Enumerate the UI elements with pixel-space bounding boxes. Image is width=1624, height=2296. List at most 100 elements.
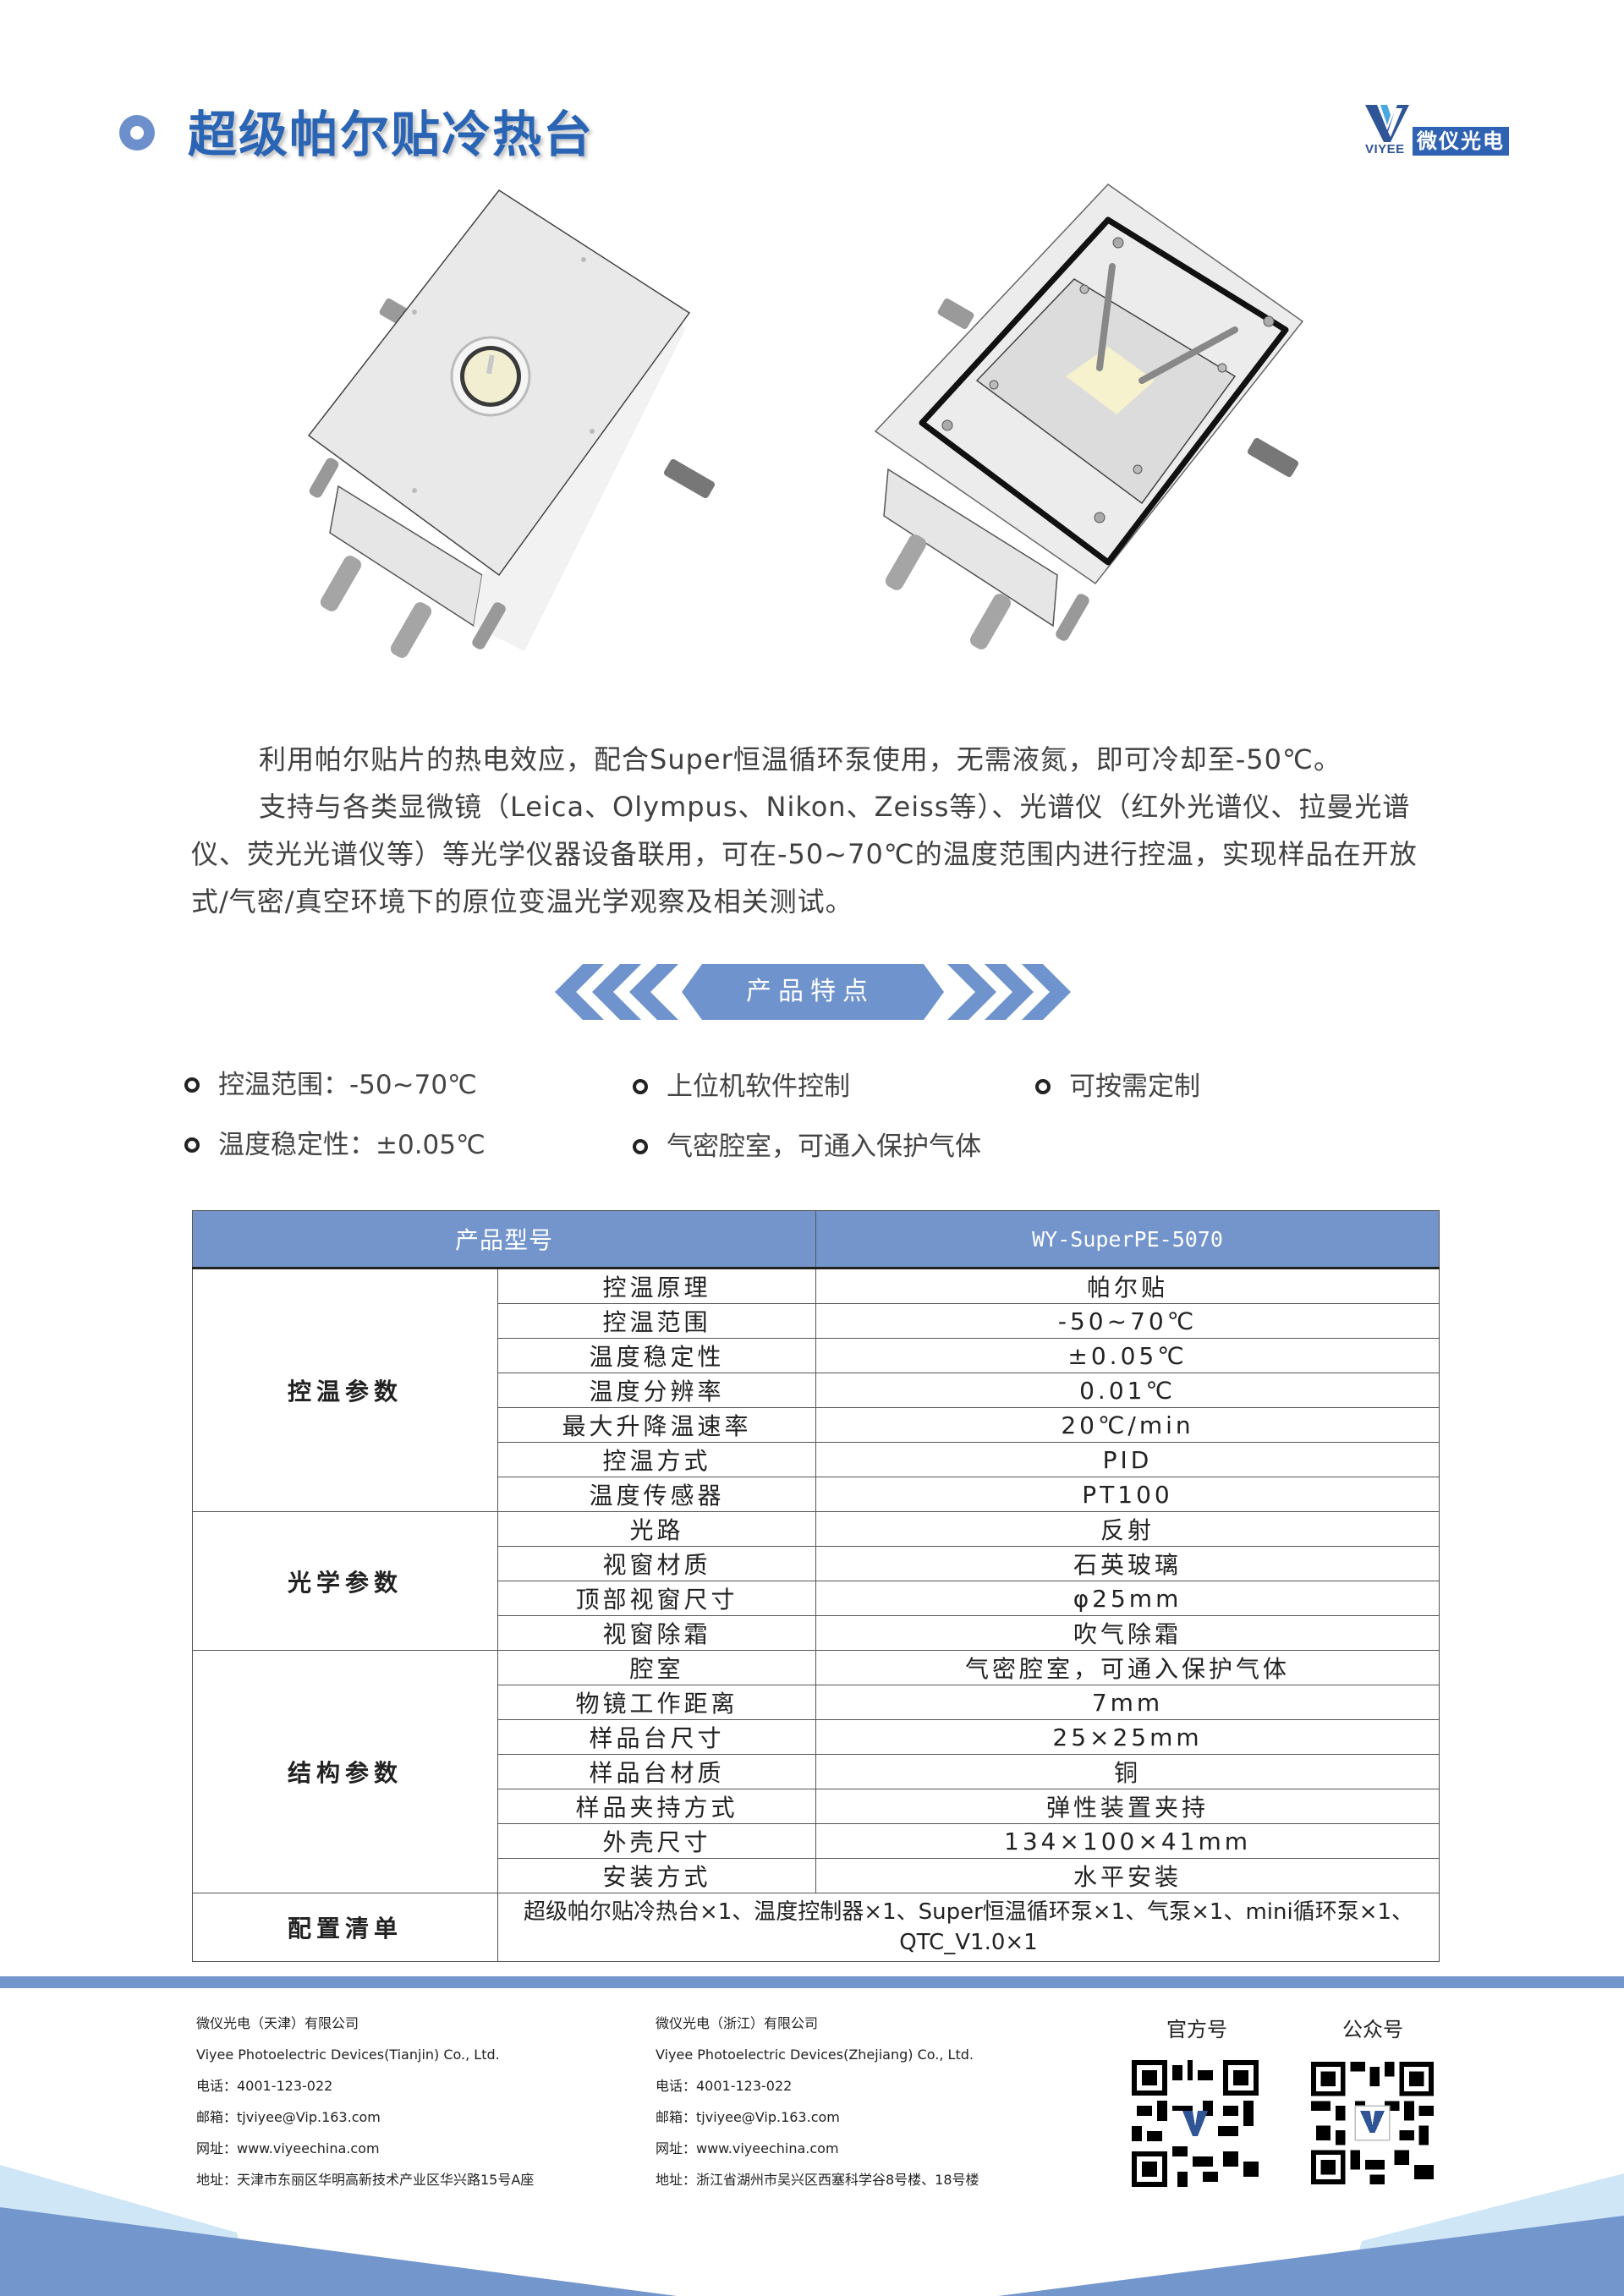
table-row: 安装方式水平安装 (193, 1858, 1440, 1893)
feature-item: 温度稳定性：±0.05℃ (184, 1123, 486, 1161)
value-cell: 水平安装 (815, 1858, 1440, 1893)
value-cell: 25×25mm (815, 1719, 1440, 1755)
param-cell: 控温范围 (497, 1303, 817, 1339)
param-cell: 样品台尺寸 (497, 1719, 817, 1755)
param-cell: 顶部视窗尺寸 (497, 1581, 817, 1616)
section-title: 产品特点 (746, 977, 875, 1006)
value-cell: 0.01℃ (815, 1373, 1440, 1408)
phone: 电话：4001-123-022 (196, 2078, 333, 2094)
bullet-icon (1035, 1078, 1051, 1094)
param-cell: 腔室 (497, 1650, 817, 1685)
param-cell: 温度稳定性 (497, 1338, 817, 1373)
config-row: 配置清单 超级帕尔贴冷热台×1、温度控制器×1、Super恒温循环泵×1、气泵×… (192, 1893, 1440, 1962)
table-row: 光学参数 光路 反射 (192, 1511, 1440, 1651)
title-bullet-icon (119, 115, 155, 151)
feature-item: 可按需定制 (1035, 1065, 1200, 1103)
bullet-icon (184, 1137, 200, 1153)
email: 邮箱：tjviyee@Vip.163.com (656, 2109, 840, 2125)
address: 地址：天津市东丽区华明高新技术产业区华兴路15号A座 (196, 2172, 535, 2188)
table-header-row: 产品型号 WY-SuperPE-5070 (191, 1210, 1440, 1269)
group-label: 结构参数 (192, 1650, 498, 1893)
param-cell: 光路 (497, 1511, 817, 1547)
qr-code-icon (1132, 2060, 1259, 2187)
value-cell: ±0.05℃ (815, 1338, 1440, 1373)
param-cell: 样品夹持方式 (497, 1789, 817, 1824)
value-cell: 7mm (815, 1685, 1440, 1720)
param-cell: 控温方式 (497, 1442, 817, 1477)
qr-code-icon (1311, 2062, 1434, 2184)
table-row: 结构参数 腔室 气密腔室，可通入保护气体 (192, 1650, 1440, 1893)
value-cell: PID (815, 1442, 1440, 1477)
value-cell: 铜 (815, 1754, 1440, 1789)
value-cell: 气密腔室，可通入保护气体 (815, 1650, 1440, 1685)
logo-text-en: VIYEE (1365, 142, 1405, 156)
page-title: 超级帕尔贴冷热台 (188, 106, 595, 163)
table-row: 视窗除霜吹气除霜 (193, 1615, 1440, 1651)
value-cell: 石英玻璃 (815, 1546, 1440, 1581)
param-cell: 最大升降温速率 (497, 1407, 817, 1443)
phone: 电话：4001-123-022 (656, 2078, 793, 2094)
value-cell: 134×100×41mm (815, 1823, 1440, 1859)
logo-text-cn: 微仪光电 (1413, 127, 1509, 156)
qr-official-title: 官方号 (1166, 2018, 1227, 2041)
bullet-icon (633, 1078, 648, 1094)
bullet-icon (184, 1077, 200, 1093)
value-cell: 帕尔贴 (815, 1268, 1440, 1304)
param-cell: 温度分辨率 (497, 1373, 817, 1408)
company-name-cn: 微仪光电（浙江）有限公司 (656, 2015, 819, 2031)
table-row: 样品夹持方式弹性装置夹持 (193, 1789, 1440, 1824)
feature-item: 气密腔室，可通入保护气体 (633, 1125, 981, 1163)
header-label: 产品型号 (191, 1210, 817, 1269)
spec-table: 产品型号 WY-SuperPE-5070 控温参数 控温原理 帕尔贴 控温范围-… (191, 1210, 1440, 1962)
table-row: 样品台材质铜 (193, 1754, 1440, 1789)
section-banner-features: 产品特点 (555, 964, 1071, 1020)
bullet-icon (633, 1138, 648, 1154)
config-value: 超级帕尔贴冷热台×1、温度控制器×1、Super恒温循环泵×1、气泵×1、min… (497, 1893, 1440, 1962)
value-cell: PT100 (815, 1477, 1440, 1512)
value-cell: φ25mm (815, 1581, 1440, 1616)
config-label: 配置清单 (192, 1893, 498, 1962)
param-cell: 物镜工作距离 (497, 1685, 817, 1720)
company-name-en: Viyee Photoelectric Devices(Zhejiang) Co… (656, 2047, 974, 2063)
qr-wechat-title: 公众号 (1342, 2018, 1403, 2041)
value-cell: 弹性装置夹持 (815, 1789, 1440, 1824)
brand-logo: VIYEE 微仪光电 (1365, 105, 1509, 157)
intro-p2: 支持与各类显微镜（Leica、Olympus、Nikon、Zeiss等）、光谱仪… (191, 791, 1418, 918)
website: 网址：www.viyeechina.com (656, 2140, 839, 2156)
param-cell: 外壳尺寸 (497, 1823, 817, 1859)
viyee-v-logo-icon (1365, 105, 1409, 142)
table-row: 控温范围-50~70℃ (193, 1303, 1440, 1339)
param-cell: 控温原理 (497, 1268, 817, 1304)
value-cell: 吹气除霜 (815, 1615, 1440, 1651)
website: 网址：www.viyeechina.com (196, 2140, 380, 2156)
intro-paragraph: 利用帕尔贴片的热电效应，配合Super恒温循环泵使用，无需液氮，即可冷却至-50… (191, 736, 1443, 925)
product-closed-lid-photo (279, 178, 804, 685)
feature-item: 上位机软件控制 (633, 1065, 850, 1103)
param-cell: 视窗材质 (497, 1546, 817, 1581)
chevron-arrows-icon (555, 964, 1071, 1020)
product-open-lid-photo (863, 178, 1320, 685)
feature-item: 控温范围：-50~70℃ (184, 1063, 477, 1101)
contact-tianjin: 微仪光电（天津）有限公司 Viyee Photoelectric Devices… (196, 2008, 534, 2195)
footer-decoration (0, 2165, 1624, 2296)
company-name-en: Viyee Photoelectric Devices(Tianjin) Co.… (196, 2047, 500, 2063)
intro-p1: 利用帕尔贴片的热电效应，配合Super恒温循环泵使用，无需液氮，即可冷却至-50… (259, 743, 1341, 775)
table-row: 控温参数 控温原理 帕尔贴 (192, 1268, 1440, 1512)
footer-divider (0, 1976, 1624, 1988)
company-name-cn: 微仪光电（天津）有限公司 (196, 2015, 359, 2031)
group-label: 控温参数 (192, 1268, 498, 1512)
param-cell: 安装方式 (497, 1858, 817, 1893)
table-row: 视窗材质石英玻璃 (193, 1546, 1440, 1581)
param-cell: 温度传感器 (497, 1477, 817, 1512)
address: 地址：浙江省湖州市吴兴区西塞科学谷8号楼、18号楼 (656, 2172, 979, 2188)
header-model: WY-SuperPE-5070 (815, 1210, 1440, 1269)
group-label: 光学参数 (192, 1511, 498, 1651)
value-cell: 反射 (815, 1511, 1440, 1547)
value-cell: 20℃/min (815, 1407, 1440, 1443)
